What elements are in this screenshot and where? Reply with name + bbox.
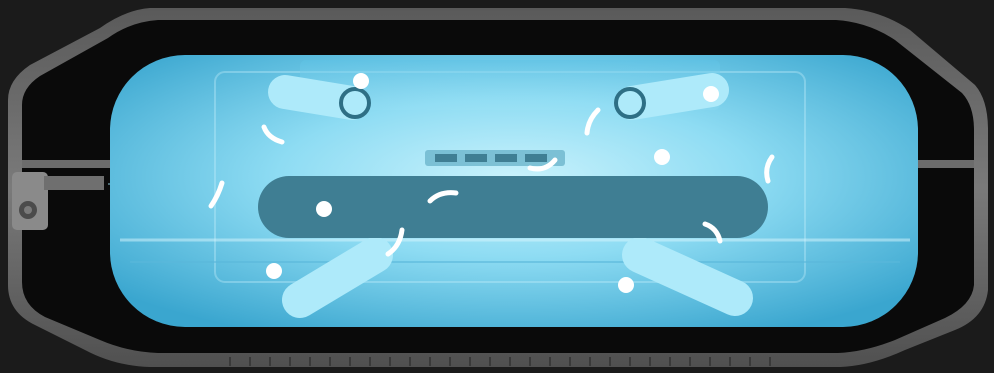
bacteria-dot-icon <box>654 149 670 165</box>
bacteria-dot-icon <box>353 73 369 89</box>
bacteria-dot-icon <box>703 86 719 102</box>
top-rail <box>425 150 565 166</box>
bacteria-dot-icon <box>316 201 332 217</box>
bacteria-dot-icon <box>618 277 634 293</box>
tray <box>258 176 768 238</box>
bacteria-dot-icon <box>266 263 282 279</box>
